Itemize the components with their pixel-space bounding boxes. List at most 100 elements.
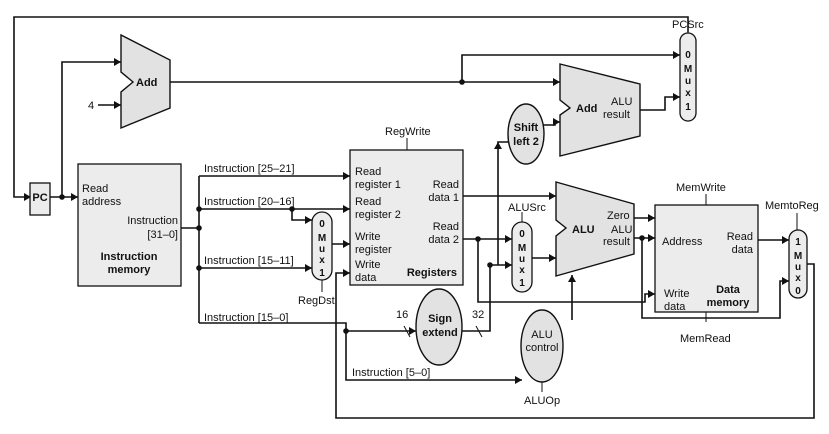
alu-result-line2: result [603, 236, 630, 248]
registers-name: Registers [407, 267, 457, 279]
field-15-0: Instruction [15–0] [204, 312, 288, 324]
dmem-write-data-line1: Write [664, 288, 689, 300]
branch-adder-label: Add [576, 103, 597, 115]
imem-read-address-line2: address [82, 196, 122, 208]
junctions [59, 79, 645, 334]
shift-left-2 [507, 103, 545, 165]
alusrc-mux [511, 221, 533, 293]
memtoreg-mux-x: x [795, 273, 801, 284]
field-25-21: Instruction [25–21] [204, 163, 295, 175]
pc-mux-u: u [685, 76, 691, 87]
regdst-label: RegDst [298, 295, 335, 307]
alu-control [520, 309, 564, 383]
wire-f5-0 [345, 331, 522, 381]
reg-write-data-line2: data [355, 272, 377, 284]
reg-write-reg-line1: Write [355, 231, 380, 243]
alusrc-label: ALUSrc [508, 202, 546, 214]
sign-extend-line2: extend [422, 327, 457, 339]
alusrc-mux-1: 1 [519, 278, 525, 289]
regdst-mux [311, 211, 333, 281]
pc-label: PC [32, 192, 47, 204]
wire-sign-ext-out [462, 264, 512, 332]
pc-register [29, 182, 51, 216]
reg-write-data-line1: Write [355, 259, 380, 271]
regdst-mux-u: u [319, 244, 325, 255]
pc-mux-x: x [685, 88, 691, 99]
sign-extend-line1: Sign [428, 313, 452, 325]
dmem-name-line2: memory [707, 297, 751, 309]
sign-extend [415, 288, 463, 366]
field-15-11: Instruction [15–11] [204, 255, 294, 267]
data-memory [654, 204, 759, 313]
alusrc-mux-u: u [519, 254, 525, 265]
tick-16 [403, 325, 411, 338]
regdst-mux-0: 0 [319, 219, 325, 230]
memtoreg-label: MemtoReg [765, 200, 819, 212]
register-file [349, 149, 464, 286]
pc-mux-1: 1 [685, 102, 691, 113]
reg-write-reg-line2: register [355, 244, 392, 256]
constant-four: 4 [88, 100, 94, 112]
alu-name: ALU [572, 224, 595, 236]
wire-pc-to-add [61, 61, 121, 197]
pc-mux-m: M [684, 64, 692, 75]
imem-name-line1: Instruction [101, 251, 158, 263]
reg-read-reg2-line1: Read [355, 196, 381, 208]
dmem-write-data-line2: data [664, 301, 686, 313]
alu-control-line2: control [525, 342, 558, 354]
field-5-0: Instruction [5–0] [352, 367, 430, 379]
wire-next-pc [13, 16, 689, 198]
pc-mux [679, 32, 697, 122]
regdst-mux-1: 1 [319, 268, 325, 279]
regdst-mux-m: M [318, 233, 326, 244]
alu-result-line1: ALU [611, 224, 632, 236]
reg-read-data2-line2: data 2 [428, 234, 459, 246]
dmem-address-label: Address [662, 236, 703, 248]
branch-alu-result-line1: ALU [611, 96, 632, 108]
reg-read-reg1-line2: register 1 [355, 179, 401, 191]
reg-read-data1-line1: Read [433, 179, 459, 191]
reg-read-data1-line2: data 1 [428, 192, 459, 204]
reg-read-reg2-line2: register 2 [355, 209, 401, 221]
main-alu [555, 181, 635, 277]
width-16-label: 16 [396, 309, 408, 321]
tick-32 [475, 325, 483, 338]
shift-label-line2: left 2 [513, 136, 539, 148]
imem-instruction-line2: [31–0] [147, 229, 178, 241]
pc-adder-label: Add [136, 77, 157, 89]
pc-mux-0: 0 [685, 50, 691, 61]
wire-write-back [335, 263, 815, 419]
branch-adder [559, 63, 641, 157]
aluop-label: ALUOp [524, 395, 560, 407]
reg-read-reg1-line1: Read [355, 166, 381, 178]
alusrc-mux-x: x [519, 265, 525, 276]
wire-branch-target [640, 96, 680, 111]
memtoreg-mux-m: M [794, 251, 802, 262]
memread-label: MemRead [680, 333, 731, 345]
memtoreg-mux-1: 1 [795, 237, 801, 248]
imem-read-address-line1: Read [82, 183, 108, 195]
alusrc-mux-0: 0 [519, 229, 525, 240]
branch-alu-result-line2: result [603, 109, 630, 121]
memtoreg-mux-0: 0 [795, 286, 801, 297]
wire-pc-plus-4 [170, 54, 680, 83]
regdst-mux-x: x [319, 255, 325, 266]
imem-instruction-line1: Instruction [127, 215, 178, 227]
memtoreg-mux [788, 229, 808, 299]
alu-zero-label: Zero [607, 210, 630, 222]
memwrite-label: MemWrite [676, 182, 726, 194]
wire-f20-16 [199, 208, 312, 221]
field-20-16: Instruction [20–16] [204, 196, 295, 208]
dmem-read-data-line2: data [732, 244, 754, 256]
memtoreg-mux-u: u [795, 262, 801, 273]
alusrc-mux-m: M [518, 243, 526, 254]
shift-label-line1: Shift [514, 122, 539, 134]
wire-f15-0 [199, 322, 416, 332]
imem-name-line2: memory [108, 264, 152, 276]
arrowheads [24, 51, 789, 384]
width-32-label: 32 [472, 309, 484, 321]
alu-control-line1: ALU [531, 329, 552, 341]
reg-read-data2-line1: Read [433, 221, 459, 233]
regwrite-label: RegWrite [385, 126, 431, 138]
